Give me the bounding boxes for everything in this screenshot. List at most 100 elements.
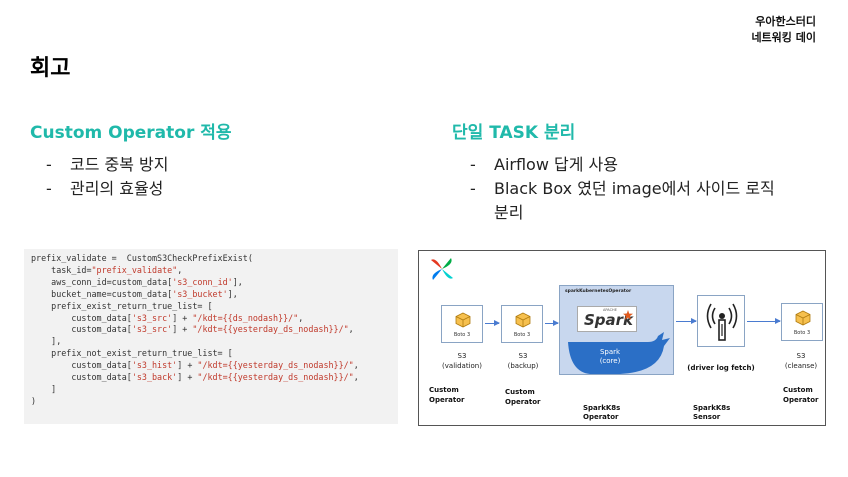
code-token: prefix_validate = CustomS3CheckPrefixExi… <box>31 253 253 263</box>
code-token: ], <box>232 276 243 287</box>
brand-line-1: 우아한스터디 <box>755 15 816 28</box>
cleanse-op1: Custom <box>783 386 813 394</box>
spark-logo-text: Spark <box>584 311 634 329</box>
boto3-caption: Boto 3 <box>453 332 471 338</box>
validation-op1: Custom <box>429 386 459 394</box>
code-line: custom_data['s3_back'] + "/kdt={{yesterd… <box>31 372 391 384</box>
flow-arrow <box>485 320 500 326</box>
code-string: 's3_back' <box>131 372 178 383</box>
code-token: task_id= <box>31 264 92 275</box>
boto3-node-cleanse: Boto 3 <box>781 303 823 341</box>
boto3-cube-icon <box>515 312 531 328</box>
spark-node-name: Spark <box>599 348 621 356</box>
spark-node-sub: (core) <box>599 357 621 365</box>
boto3-node-backup: Boto 3 <box>501 305 543 343</box>
code-token: , <box>353 360 359 371</box>
code-token: , <box>298 312 304 323</box>
code-token: custom_data[ <box>31 360 132 371</box>
code-token: ], <box>31 336 62 347</box>
code-line: bucket_name=custom_data['s3_bucket'], <box>31 289 391 301</box>
code-line: prefix_validate = CustomS3CheckPrefixExi… <box>31 253 391 265</box>
brand-line-2: 네트워킹 데이 <box>751 31 816 44</box>
brand-logo: 우아한스터디 네트워킹 데이 <box>751 14 816 46</box>
code-token: ) <box>31 395 37 406</box>
bullet-item: Black Box 였던 image에서 사이드 로직 분리 <box>470 177 780 225</box>
code-line: task_id="prefix_validate", <box>31 265 391 277</box>
code-token: , <box>353 372 359 383</box>
code-snippet: prefix_validate = CustomS3CheckPrefixExi… <box>24 249 398 424</box>
code-token: , <box>177 264 183 275</box>
code-string: "/kdt={{ds_nodash}}/" <box>192 312 299 323</box>
boto3-caption: Boto 3 <box>513 332 531 338</box>
sensor-op1: SparkK8s <box>693 404 731 412</box>
sensor-name: (driver log fetch) <box>687 364 755 372</box>
slide-title: 회고 <box>30 56 71 81</box>
antenna-icon <box>706 303 738 341</box>
boto3-cube-icon <box>455 312 471 328</box>
spark-star-icon <box>623 310 633 320</box>
spark-operator-header: sparkKubernetesOperator <box>565 289 632 294</box>
backup-name: S3 <box>518 352 528 360</box>
cleanse-name: S3 <box>796 352 806 360</box>
bullet-item: Airflow 답게 사용 <box>470 153 780 177</box>
code-string: "/kdt={{yesterday_ds_nodash}}/" <box>197 372 354 383</box>
right-bullet-list: Airflow 답게 사용 Black Box 였던 image에서 사이드 로… <box>470 153 780 225</box>
left-section-title: Custom Operator 적용 <box>30 123 232 143</box>
spark-op1: SparkK8s <box>583 404 621 412</box>
bullet-item: 관리의 효율성 <box>46 177 376 201</box>
flow-arrow <box>545 320 559 326</box>
code-string: "/kdt={{yesterday_ds_nodash}}/" <box>197 360 354 371</box>
validation-name: S3 <box>457 352 467 360</box>
code-token: aws_conn_id=custom_data[ <box>31 276 173 287</box>
code-token: custom_data[ <box>31 312 132 323</box>
code-line: prefix_exist_return_true_list= [ <box>31 301 391 313</box>
spark-op2: Operator <box>583 413 619 421</box>
kubernetes-whale-icon <box>568 332 670 374</box>
pipeline-diagram: Boto 3 Boto 3 sparkKubernetesOperator AP… <box>418 250 826 426</box>
left-bullet-list: 코드 중복 방지 관리의 효율성 <box>46 153 376 201</box>
code-line: custom_data['s3_src'] + "/kdt={{yesterda… <box>31 324 391 336</box>
airflow-logo-icon <box>431 258 453 280</box>
code-token: ], <box>227 288 238 299</box>
flow-arrow <box>747 318 781 324</box>
code-string: 's3_conn_id' <box>172 276 233 287</box>
backup-op2: Operator <box>505 398 541 406</box>
right-section-title: 단일 TASK 분리 <box>452 123 576 143</box>
code-line: custom_data['s3_hist'] + "/kdt={{yesterd… <box>31 360 391 372</box>
code-line: ] <box>31 384 391 396</box>
code-line: custom_data['s3_src'] + "/kdt={{ds_nodas… <box>31 313 391 325</box>
code-line: ) <box>31 396 391 408</box>
code-token: ] + <box>177 360 198 371</box>
backup-op1: Custom <box>505 388 535 396</box>
code-string: 's3_hist' <box>131 360 178 371</box>
code-string: "/kdt={{yesterday_ds_nodash}}/" <box>192 324 349 335</box>
code-line: prefix_not_exist_return_true_list= [ <box>31 348 391 360</box>
code-token: ] <box>31 383 57 394</box>
flow-arrow <box>676 318 697 324</box>
code-string: "prefix_validate" <box>91 264 178 275</box>
code-token: bucket_name=custom_data[ <box>31 288 173 299</box>
code-token: prefix_not_exist_return_true_list= [ <box>31 348 233 359</box>
spark-operator-frame: sparkKubernetesOperator APACHE Spark Spa… <box>559 285 674 375</box>
code-line: aws_conn_id=custom_data['s3_conn_id'], <box>31 277 391 289</box>
spark-apache-label: APACHE <box>603 308 617 312</box>
code-token: custom_data[ <box>31 372 132 383</box>
validation-sub: (validation) <box>442 362 482 370</box>
sensor-node <box>697 295 745 347</box>
bullet-item: 코드 중복 방지 <box>46 153 376 177</box>
boto3-node-validation: Boto 3 <box>441 305 483 343</box>
code-line: ], <box>31 336 391 348</box>
cleanse-op2: Operator <box>783 396 819 404</box>
backup-sub: (backup) <box>507 362 539 370</box>
code-string: 's3_src' <box>131 312 173 323</box>
validation-op2: Operator <box>429 396 465 404</box>
code-string: 's3_bucket' <box>172 288 228 299</box>
cleanse-sub: (cleanse) <box>784 362 818 370</box>
code-token: , <box>348 324 354 335</box>
sensor-op2: Sensor <box>693 413 721 421</box>
boto3-caption: Boto 3 <box>793 330 811 336</box>
spark-logo: APACHE Spark <box>577 306 637 332</box>
code-token: ] + <box>177 372 198 383</box>
code-token: ] + <box>172 324 193 335</box>
code-token: ] + <box>172 312 193 323</box>
